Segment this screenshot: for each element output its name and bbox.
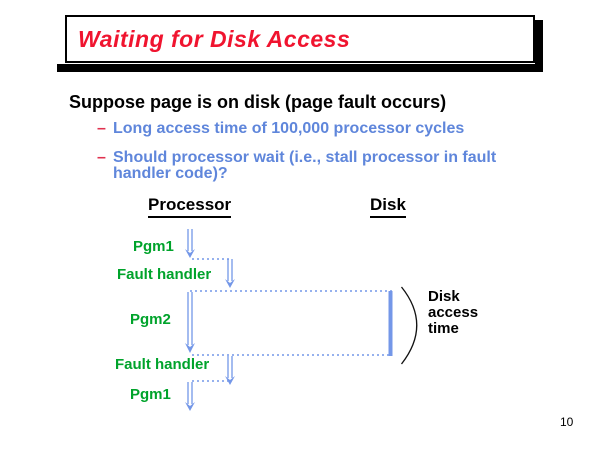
down-arrow-pgm2 [185, 292, 195, 353]
bullet-dash: – [97, 149, 106, 166]
bullet-text: Should processor wait (i.e., stall proce… [113, 149, 497, 182]
timeline-label-pgm2: Pgm2 [130, 311, 171, 328]
timeline-label-fault-handler-2: Fault handler [115, 356, 210, 373]
slide-title: Waiting for Disk Access [78, 26, 351, 52]
bullet-item: – Should processor wait (i.e., stall pro… [97, 150, 538, 182]
column-header-processor: Processor [148, 195, 232, 218]
slide-heading: Suppose page is on disk (page fault occu… [69, 92, 447, 112]
disk-access-time-label: Disk access time [428, 288, 479, 337]
column-header-disk: Disk [370, 195, 406, 218]
timeline-label-pgm1-start: Pgm1 [133, 238, 174, 255]
bullet-dash: – [97, 120, 106, 137]
bullet-item: – Long access time of 100,000 processor … [97, 121, 538, 137]
title-shadow-bottom [57, 64, 543, 72]
down-arrow-pgm1-end [185, 382, 195, 411]
disk-access-brace [400, 286, 418, 365]
down-arrow-fault-handler-1 [225, 259, 235, 288]
page-number: 10 [560, 415, 574, 429]
down-arrow-fault-handler-2 [225, 356, 235, 385]
timeline-label-fault-handler-1: Fault handler [117, 266, 212, 283]
timeline-label-pgm1-end: Pgm1 [130, 386, 171, 403]
down-arrow-pgm1-start [185, 229, 195, 258]
disk-access-bar [388, 291, 393, 356]
title-box: Waiting for Disk Access [65, 15, 535, 63]
title-shadow-right [535, 20, 543, 65]
bullet-text: Long access time of 100,000 processor cy… [113, 120, 465, 137]
bullet-list: – Long access time of 100,000 processor … [97, 121, 538, 195]
